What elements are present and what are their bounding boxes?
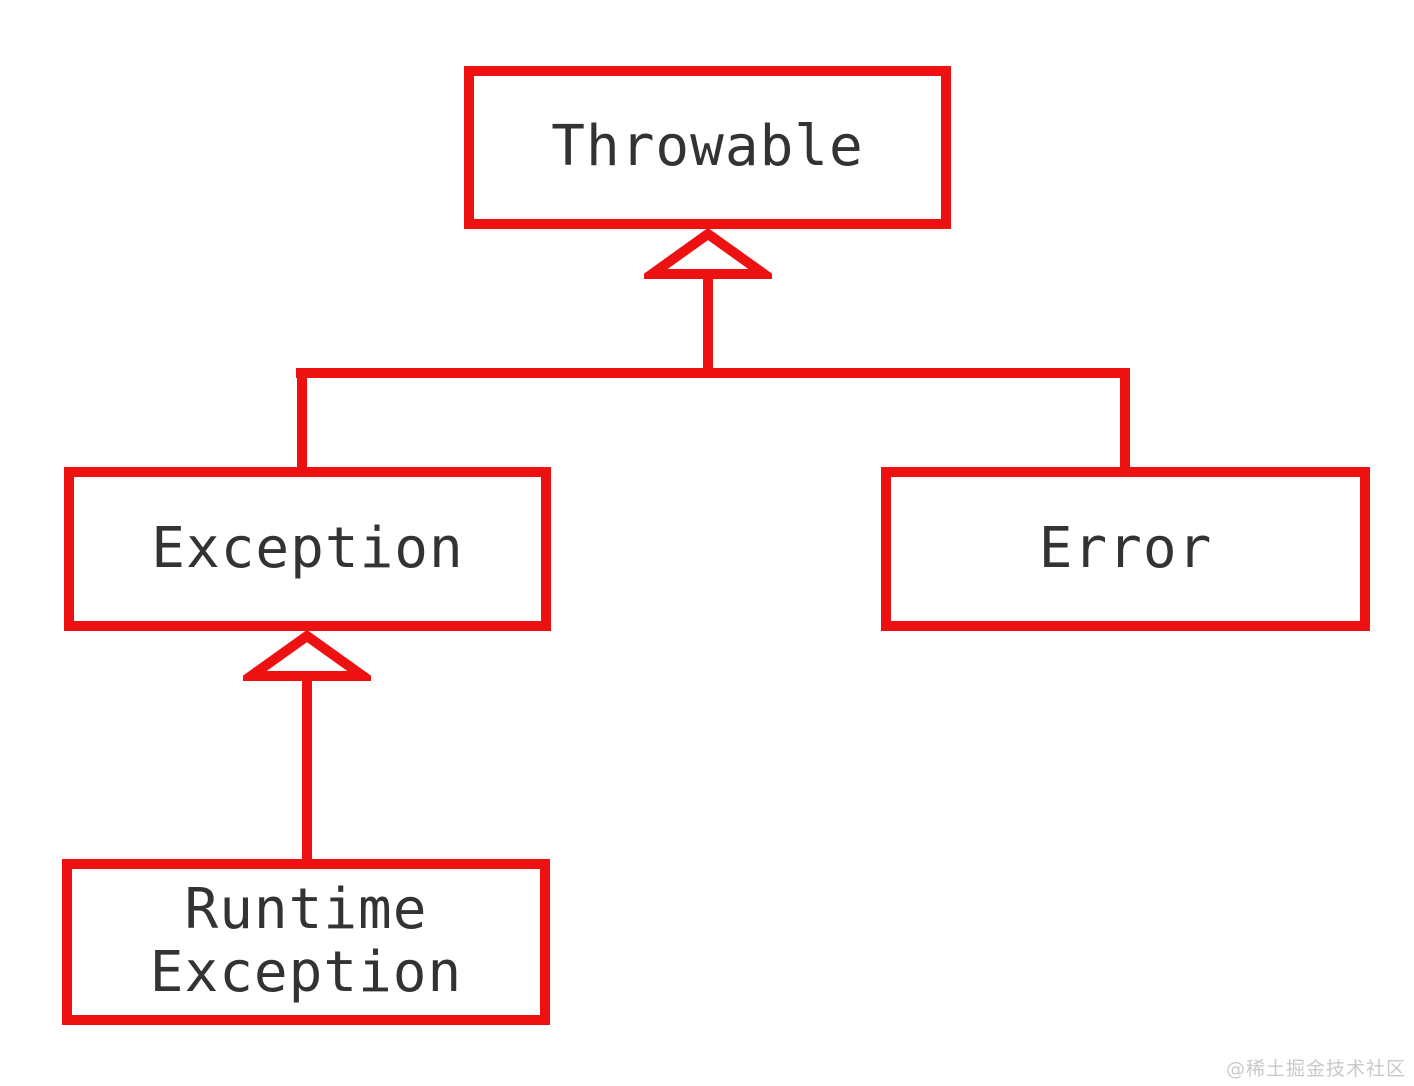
class-node-exception-label: Exception [151,515,464,581]
edge-branch-bar [296,368,1130,378]
class-node-throwable: Throwable [464,66,951,229]
class-node-exception: Exception [64,467,551,631]
class-node-error-label: Error [1038,515,1213,581]
class-node-runtime-exception: Runtime Exception [62,859,550,1025]
class-node-runtime-exception-label: Runtime Exception [149,877,463,1005]
watermark-text: @稀土掘金技术社区 [1225,1058,1406,1080]
edge-stem-to-throwable [703,276,713,373]
class-node-throwable-label: Throwable [551,114,864,180]
edge-drop-to-error [1120,372,1130,467]
edge-stem-to-exception [302,680,312,860]
inheritance-arrow-icon [243,629,371,681]
inheritance-arrow-icon [644,227,772,279]
class-node-error: Error [881,467,1370,631]
edge-drop-to-exception [297,372,307,467]
